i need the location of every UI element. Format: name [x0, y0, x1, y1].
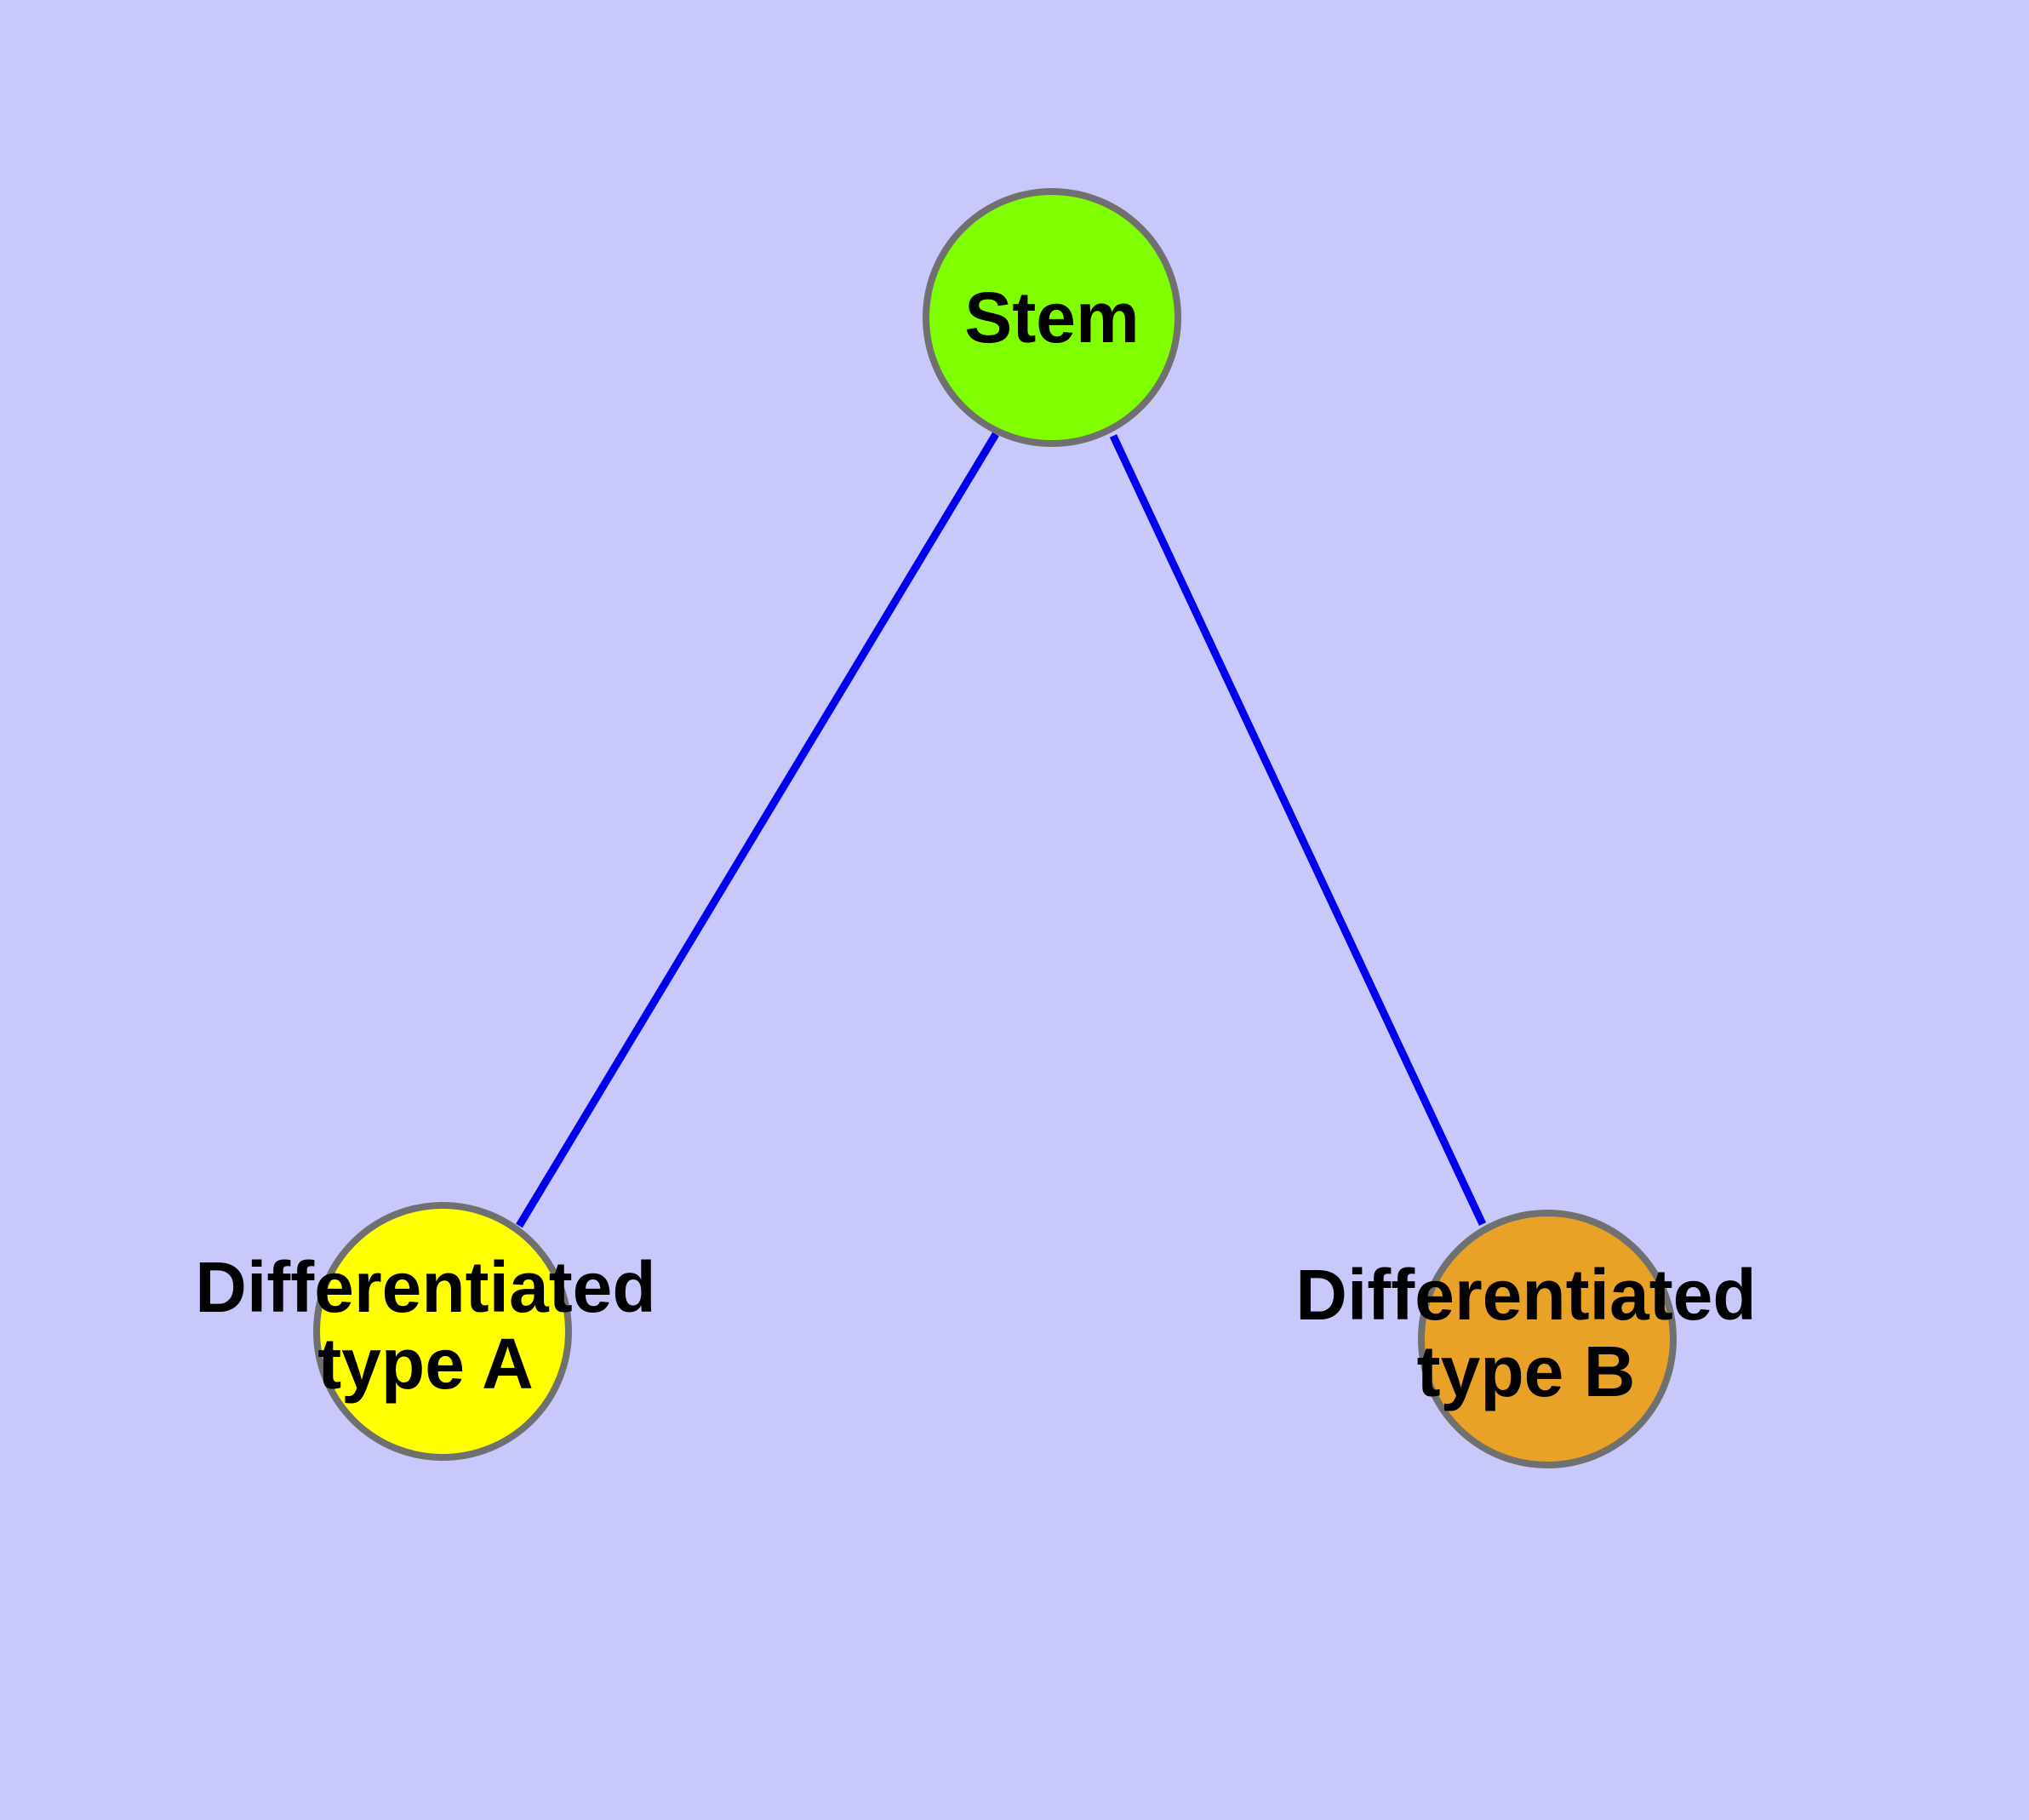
edge-stem-to-differentiated-type-b[interactable] [1109, 434, 1487, 1226]
node-differentiated-type-b-label-line-2: type B [1417, 1331, 1636, 1411]
node-differentiated-type-b[interactable]: Differentiated type B [1295, 1210, 1757, 1468]
node-layer: Stem Differentiated type A Differentiate… [195, 188, 1757, 1468]
edge-layer [516, 432, 1487, 1228]
node-stem-label-line-1: Stem [964, 278, 1139, 358]
node-differentiated-type-b-label-line-1: Differentiated [1295, 1255, 1756, 1335]
node-differentiated-type-b-circle[interactable] [1418, 1210, 1677, 1468]
node-differentiated-type-a-label-line-2: type A [317, 1324, 534, 1404]
node-differentiated-type-a-circle[interactable] [313, 1202, 572, 1461]
node-differentiated-type-a[interactable]: Differentiated type A [195, 1202, 656, 1461]
node-stem-circle[interactable] [923, 188, 1181, 447]
edge-stem-to-differentiated-type-a[interactable] [516, 432, 999, 1228]
node-stem[interactable]: Stem [923, 188, 1181, 447]
node-differentiated-type-a-label-line-1: Differentiated [195, 1247, 655, 1327]
